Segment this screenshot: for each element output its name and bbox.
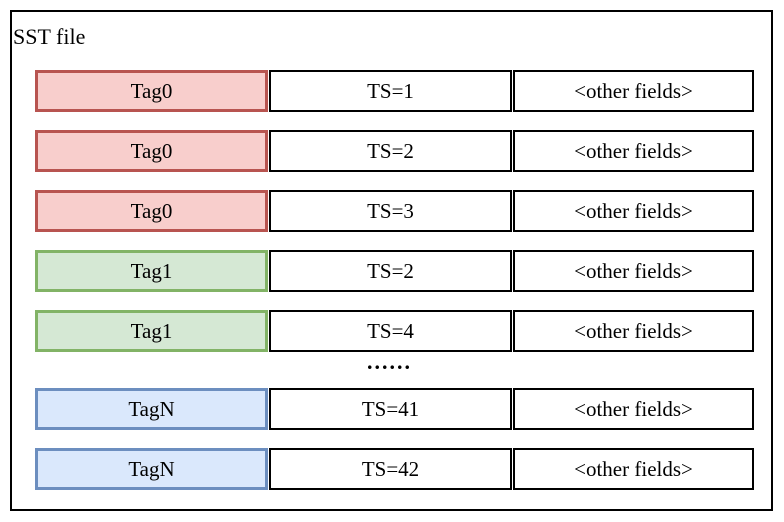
other-fields-cell: <other fields> xyxy=(513,250,754,292)
other-fields-cell: <other fields> xyxy=(513,388,754,430)
timestamp-cell: TS=3 xyxy=(269,190,512,232)
sst-record-row: Tag0 TS=3 <other fields> xyxy=(35,190,754,232)
tag-cell: Tag1 xyxy=(35,250,268,292)
timestamp-cell: TS=41 xyxy=(269,388,512,430)
sst-record-row: Tag0 TS=2 <other fields> xyxy=(35,130,754,172)
timestamp-cell: TS=42 xyxy=(269,448,512,490)
sst-record-row: Tag1 TS=2 <other fields> xyxy=(35,250,754,292)
sst-record-row: TagN TS=41 <other fields> xyxy=(35,388,754,430)
tag-cell: TagN xyxy=(35,448,268,490)
tag-cell: Tag1 xyxy=(35,310,268,352)
sst-file-label: SST file xyxy=(13,24,86,49)
other-fields-cell: <other fields> xyxy=(513,448,754,490)
other-fields-cell: <other fields> xyxy=(513,190,754,232)
tag-cell: Tag0 xyxy=(35,190,268,232)
timestamp-cell: TS=1 xyxy=(269,70,512,112)
other-fields-cell: <other fields> xyxy=(513,130,754,172)
tag-cell: TagN xyxy=(35,388,268,430)
tag-cell: Tag0 xyxy=(35,130,268,172)
sst-record-row: TagN TS=42 <other fields> xyxy=(35,448,754,490)
sst-record-row: Tag1 TS=4 <other fields> xyxy=(35,310,754,352)
timestamp-cell: TS=2 xyxy=(269,250,512,292)
other-fields-cell: <other fields> xyxy=(513,310,754,352)
sst-record-row: Tag0 TS=1 <other fields> xyxy=(35,70,754,112)
timestamp-cell: TS=2 xyxy=(269,130,512,172)
tag-cell: Tag0 xyxy=(35,70,268,112)
timestamp-cell: TS=4 xyxy=(269,310,512,352)
ellipsis-dots: ...... xyxy=(367,349,412,374)
other-fields-cell: <other fields> xyxy=(513,70,754,112)
